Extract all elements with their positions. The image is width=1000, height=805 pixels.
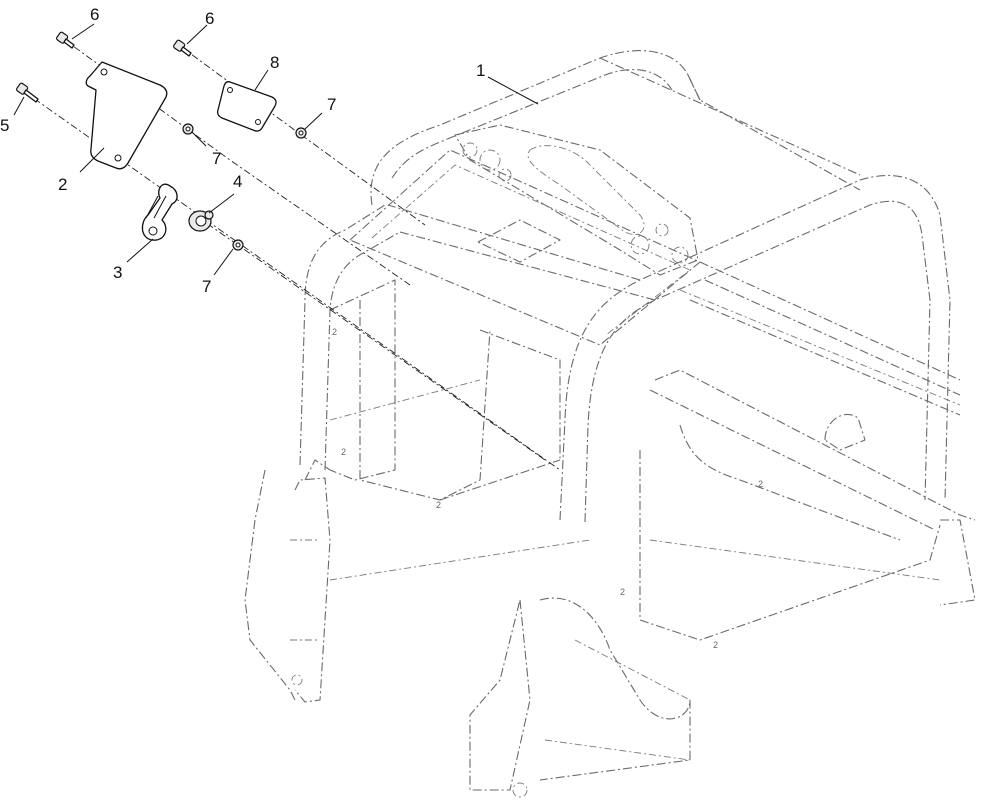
callout-7[interactable]: 7: [327, 95, 336, 114]
frame-mark: 2: [758, 479, 763, 489]
frame-assembly: 2 2 2 2 2 2: [244, 50, 976, 798]
frame-mark: 2: [713, 640, 718, 650]
small-plate-part[interactable]: [216, 81, 277, 132]
callouts: 1 2 3 4 5 6 6 7 7 7 8: [0, 5, 485, 296]
callout-6[interactable]: 6: [205, 9, 214, 28]
callout-5[interactable]: 5: [0, 116, 9, 135]
callout-7[interactable]: 7: [202, 277, 211, 296]
nut-part[interactable]: [295, 127, 307, 139]
callout-3[interactable]: 3: [113, 263, 122, 282]
screw-part[interactable]: [16, 82, 39, 103]
nut-part[interactable]: [182, 123, 194, 135]
callout-4[interactable]: 4: [233, 172, 242, 191]
screw-part[interactable]: [173, 39, 192, 57]
callout-7[interactable]: 7: [212, 149, 221, 168]
callout-6[interactable]: 6: [90, 5, 99, 24]
cover-plate-part[interactable]: [85, 61, 168, 170]
frame-mark: 2: [436, 500, 441, 510]
frame-mark: 2: [341, 447, 346, 457]
frame-mark: 2: [332, 327, 337, 337]
nut-part[interactable]: [232, 239, 244, 251]
callout-8[interactable]: 8: [270, 53, 279, 72]
grommet-part[interactable]: [188, 210, 214, 232]
screw-part[interactable]: [56, 31, 75, 49]
callout-2[interactable]: 2: [58, 175, 67, 194]
leader-lines: [13, 23, 539, 276]
latch-spring-part[interactable]: [141, 183, 178, 241]
frame-mark: 2: [620, 587, 625, 597]
callout-1[interactable]: 1: [476, 61, 485, 80]
